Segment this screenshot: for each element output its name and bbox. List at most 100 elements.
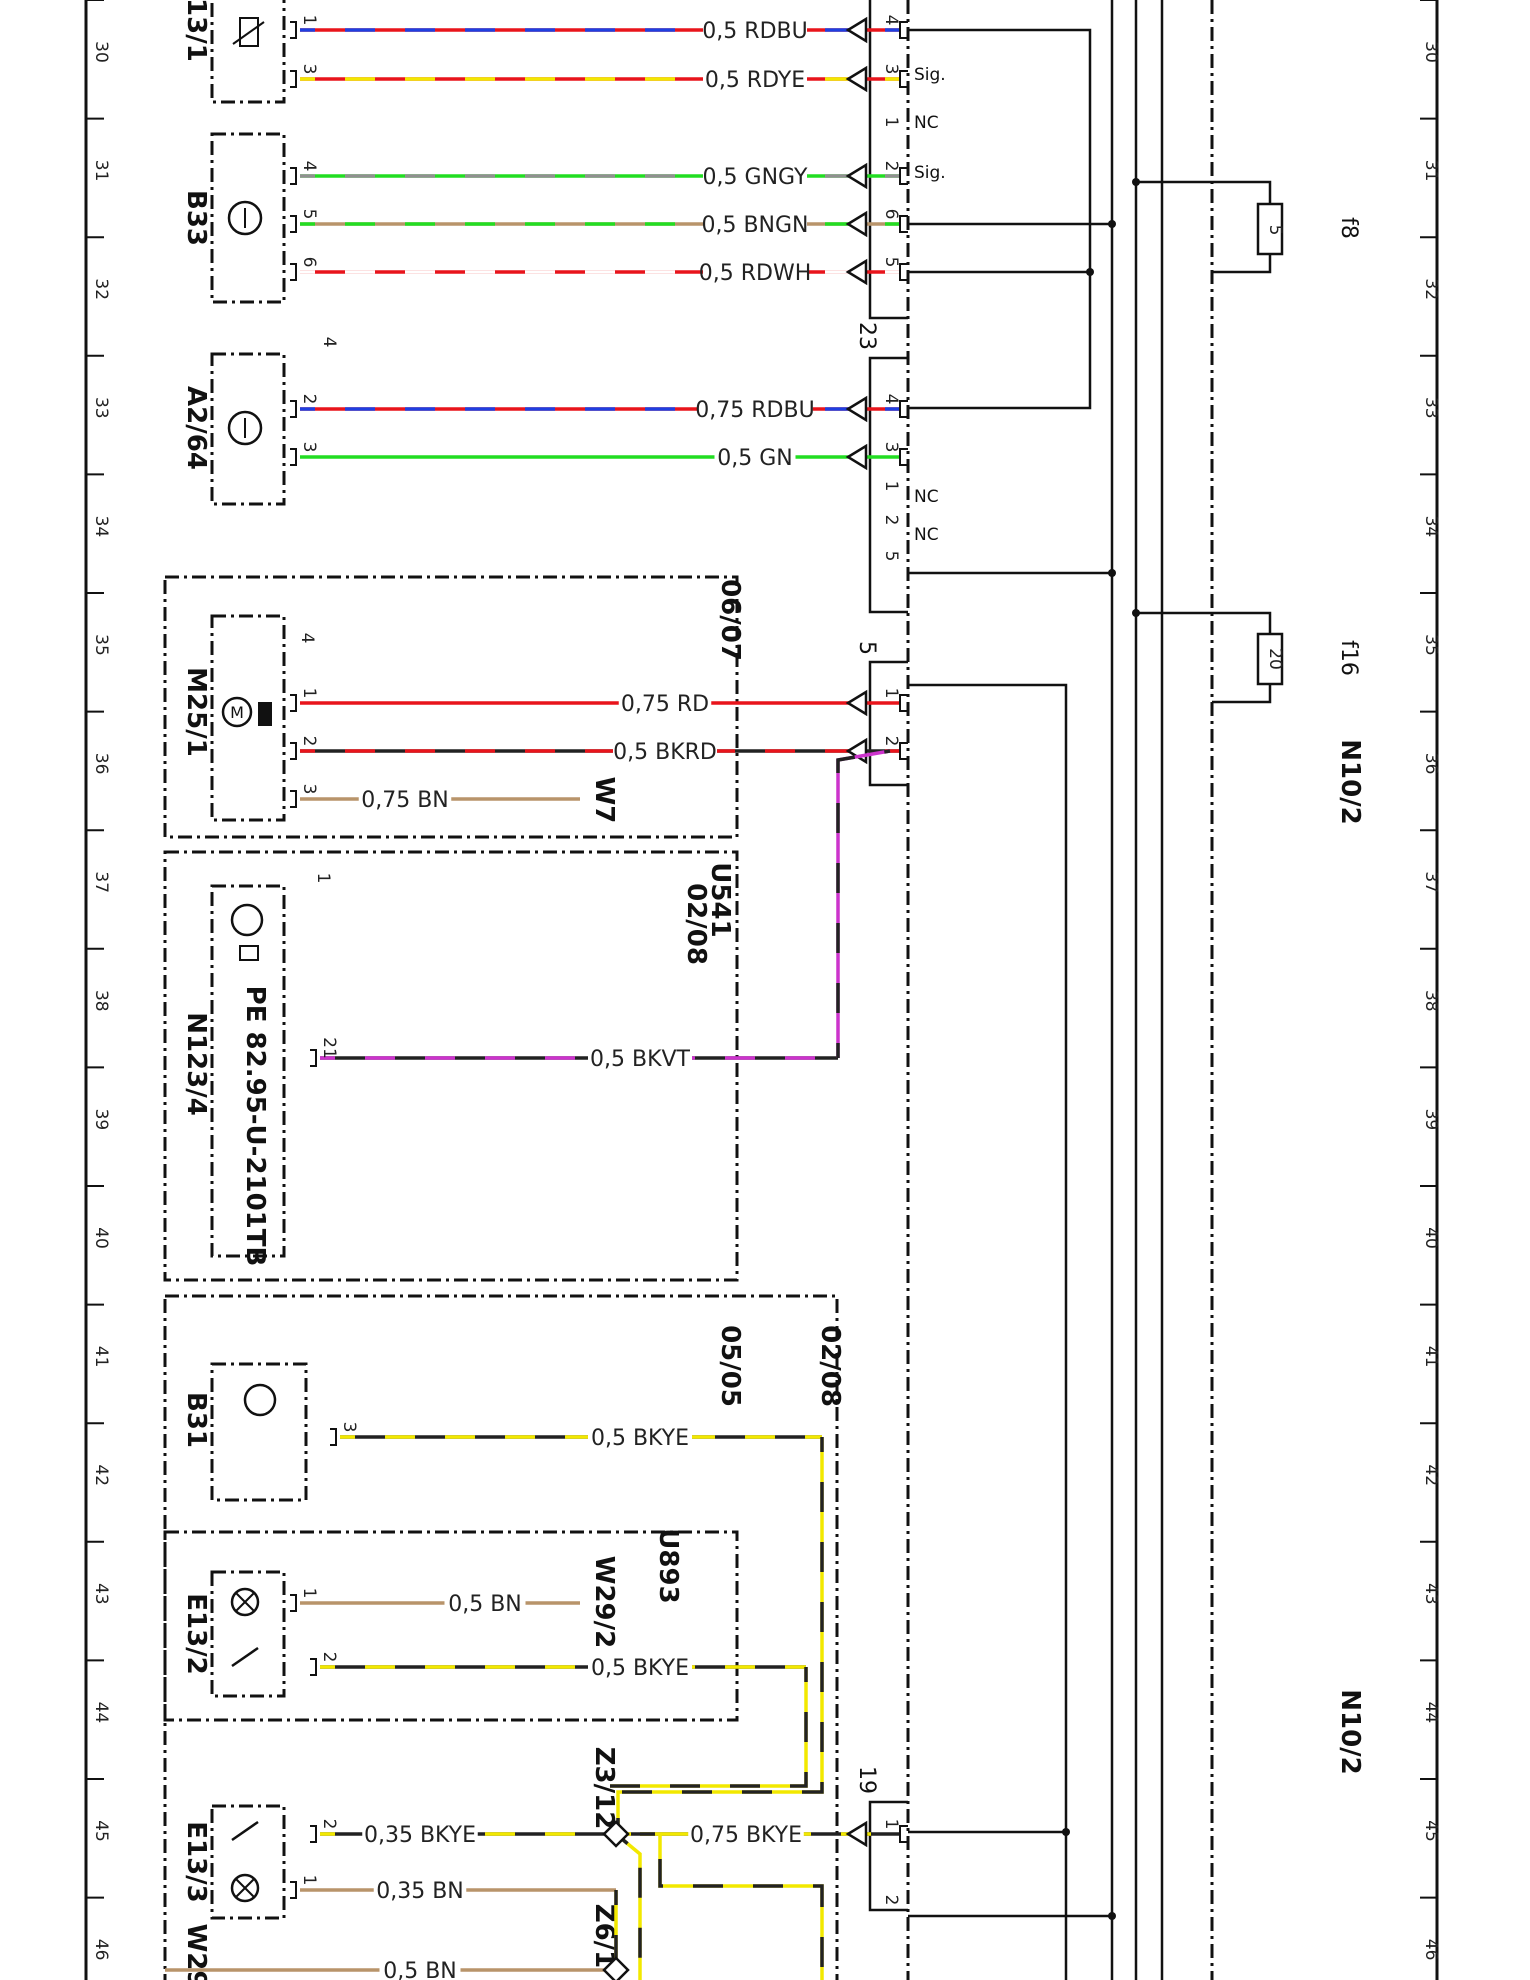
a2-pin-5: 5 bbox=[881, 551, 901, 562]
a2-64-label: A2/64 bbox=[181, 386, 211, 470]
connector-bodies bbox=[868, 0, 908, 1912]
ruler-number-right: 41 bbox=[1421, 1346, 1441, 1368]
connector-23-label: 23 bbox=[854, 322, 879, 350]
ruler-number-left: 30 bbox=[91, 41, 111, 63]
wire-label: 0,5 BKVT bbox=[590, 1047, 691, 1072]
ruler-number-right: 37 bbox=[1421, 871, 1441, 893]
wire-label: 0,5 BKRD bbox=[613, 740, 717, 765]
wire-label: 0,75 BKYE bbox=[690, 1823, 802, 1848]
wire-label: 0,5 BN bbox=[448, 1592, 522, 1617]
sig-label-1: Sig. bbox=[914, 65, 946, 85]
w29-2-label: W29/2 bbox=[589, 1556, 619, 1648]
ruler-number-right: 35 bbox=[1421, 634, 1441, 656]
ruler-number-right: 38 bbox=[1421, 990, 1441, 1012]
fuse-f16-value: 20 bbox=[1265, 648, 1285, 670]
n123-4-connector-label: 1 bbox=[313, 873, 333, 884]
ruler-number-right: 33 bbox=[1421, 397, 1441, 419]
nc-label-1: NC bbox=[914, 113, 939, 133]
wire: 0,35 BKYE 2 bbox=[310, 1819, 616, 1848]
wire: 0,35 BN1 bbox=[290, 1875, 616, 1904]
w7-label: W7 bbox=[589, 777, 619, 824]
wire-routing bbox=[602, 749, 891, 1980]
connector-5-label: 5 bbox=[854, 641, 879, 655]
e13-2-label: E13/2 bbox=[181, 1593, 211, 1675]
ruler-number-right: 39 bbox=[1421, 1109, 1441, 1131]
component-labels: B13/1 B33 A2/64 M25/1 N123/4 PE 82.95-U-… bbox=[181, 0, 845, 1980]
a2-pin-2: 2 bbox=[881, 515, 901, 526]
left-pin-number: 3 bbox=[299, 442, 319, 453]
ruler-number-right: 46 bbox=[1421, 1939, 1441, 1961]
right-pin-number: 4 bbox=[881, 394, 901, 405]
right-pin-number: 1 bbox=[881, 1819, 901, 1830]
code-05-05: 05/05 bbox=[715, 1325, 745, 1407]
ruler-number-left: 43 bbox=[91, 1583, 111, 1605]
right-pin-number: 3 bbox=[881, 442, 901, 453]
wire-label: 0,5 BNGN bbox=[701, 213, 808, 238]
left-pin-number: 1 bbox=[299, 15, 319, 26]
wire-label: 0,5 BKYE bbox=[591, 1656, 689, 1681]
connector-19-label: 19 bbox=[854, 1766, 879, 1794]
m25-pin-4: 4 bbox=[297, 633, 317, 644]
ruler-number-right: 30 bbox=[1421, 41, 1441, 63]
ruler-number-left: 45 bbox=[91, 1820, 111, 1842]
wire-label: 0,75 RDBU bbox=[695, 398, 814, 423]
ruler-number-left: 44 bbox=[91, 1702, 111, 1724]
left-pin-number: 6 bbox=[299, 257, 319, 268]
ruler-number-left: 46 bbox=[91, 1939, 111, 1961]
svg-text:M: M bbox=[230, 703, 244, 722]
right-pin-number: 3 bbox=[881, 64, 901, 75]
ruler-number-right: 36 bbox=[1421, 753, 1441, 775]
internal-wiring bbox=[908, 28, 1116, 1980]
wire: 0,5 RDBU 1 4 bbox=[290, 15, 908, 44]
right-pin-number: 2 bbox=[881, 161, 901, 172]
fuse-f8-label: f8 bbox=[1336, 217, 1361, 239]
wire-label: 0,5 RDBU bbox=[702, 19, 807, 44]
right-pin-number: 4 bbox=[881, 15, 901, 26]
fuse-f8: 5 f8 bbox=[1132, 178, 1361, 274]
ruler-number-left: 32 bbox=[91, 278, 111, 300]
ruler-number-left: 33 bbox=[91, 397, 111, 419]
ruler-number-left: 38 bbox=[91, 990, 111, 1012]
n123-4-label: N123/4 bbox=[181, 1012, 211, 1116]
wire-label: 0,35 BKYE bbox=[364, 1823, 476, 1848]
z6-1-label: Z6/1 bbox=[589, 1904, 619, 1969]
z3-12-label: Z3/12 bbox=[589, 1747, 619, 1830]
ruler-number-right: 43 bbox=[1421, 1583, 1441, 1605]
x19-pin-2: 2 bbox=[881, 1895, 901, 1906]
ruler-number-right: 42 bbox=[1421, 1464, 1441, 1486]
a2-pin-1: 1 bbox=[881, 481, 901, 492]
left-pin-number: 1 bbox=[299, 688, 319, 699]
u541-label: U541 bbox=[705, 862, 735, 937]
ruler-number-left: 40 bbox=[91, 1227, 111, 1249]
wire-label: 0,5 GNGY bbox=[703, 165, 808, 190]
nc-label-2: NC bbox=[914, 487, 939, 507]
left-pin-number: 2 bbox=[319, 1819, 339, 1830]
ruler-number-left: 41 bbox=[91, 1346, 111, 1368]
connector-labels: 23 5 19 4 1 Sig. NC Sig. NC NC 1 1 2 5 4… bbox=[297, 65, 946, 1905]
wire: 0,5 BN1 bbox=[290, 1588, 580, 1617]
left-pin-number: 2 bbox=[299, 394, 319, 405]
u893-label: U893 bbox=[653, 1528, 683, 1603]
bus-lines bbox=[906, 0, 1214, 1980]
sig-label-2: Sig. bbox=[914, 163, 946, 183]
left-pin-number: 3 bbox=[339, 1422, 359, 1433]
m25-1-label: M25/1 bbox=[181, 667, 211, 757]
ruler-number-right: 32 bbox=[1421, 278, 1441, 300]
nc-label-3: NC bbox=[914, 525, 939, 545]
wire: 0,75 BKYE 1 bbox=[616, 1819, 908, 1848]
wire-label: 0,5 GN bbox=[717, 446, 793, 471]
ruler-number-right: 31 bbox=[1421, 160, 1441, 182]
a2-64-connector-label: 4 bbox=[319, 337, 339, 348]
right-pin-number: 5 bbox=[881, 257, 901, 268]
left-pin-number: 4 bbox=[299, 161, 319, 172]
wire: 0,5 BN bbox=[165, 1956, 616, 1980]
left-pin-number: 1 bbox=[299, 1875, 319, 1886]
ruler-number-right: 45 bbox=[1421, 1820, 1441, 1842]
